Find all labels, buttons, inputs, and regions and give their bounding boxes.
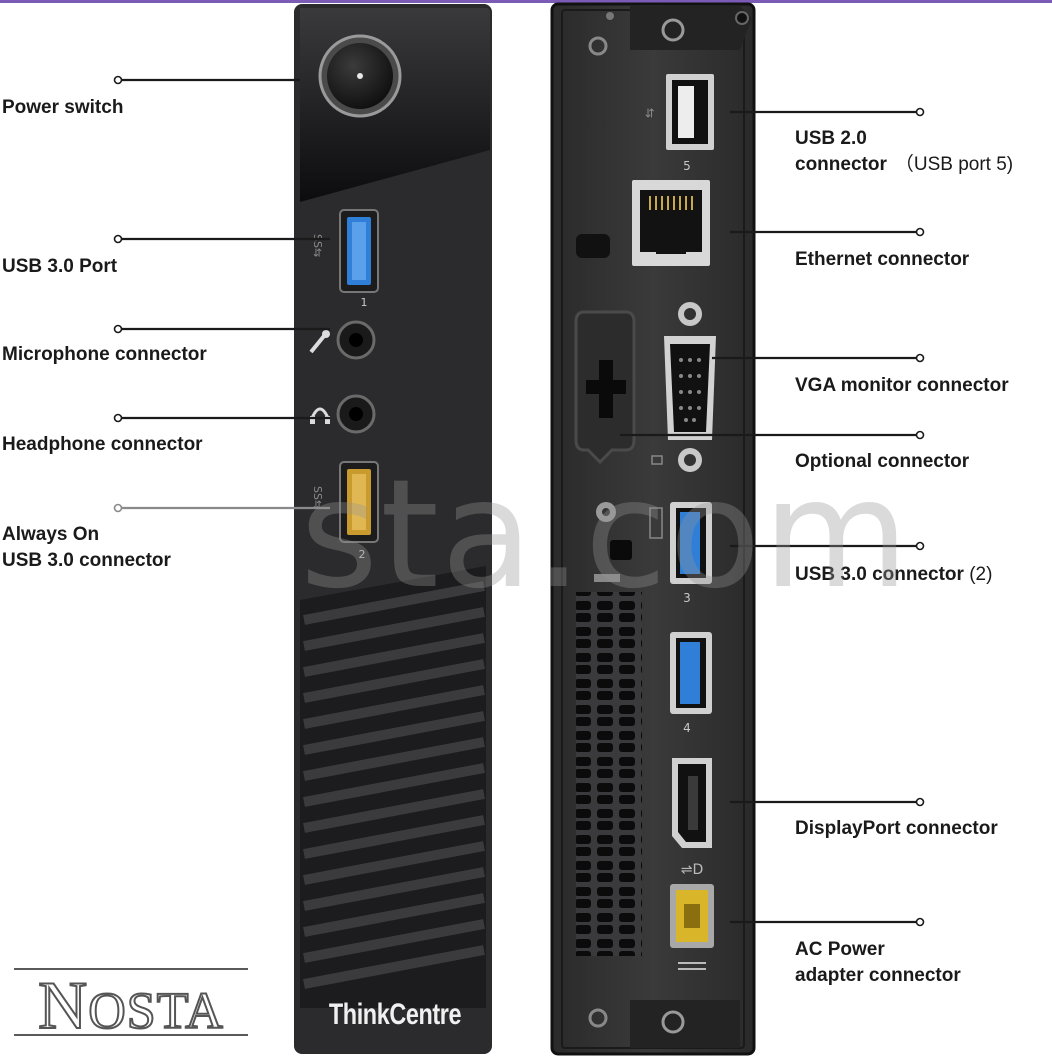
label-ac-line1: AC Power bbox=[795, 939, 885, 960]
label-usb20-line2: connector bbox=[795, 154, 887, 175]
logo-big-letter: N bbox=[37, 967, 89, 1043]
callout-lines bbox=[113, 75, 925, 927]
always-on-usb-port-icon: SS⇆ bbox=[311, 461, 379, 543]
label-usb20-note: （USB port 5) bbox=[894, 154, 1014, 175]
svg-text:⇆: ⇆ bbox=[643, 108, 657, 118]
power-button-icon[interactable] bbox=[318, 34, 402, 118]
rear-panel: ⇆ bbox=[550, 2, 756, 1056]
label-usb30-rear: USB 3.0 connector (2) bbox=[795, 562, 992, 588]
ac-power-port-icon bbox=[670, 884, 714, 970]
svg-text:SS⇆: SS⇆ bbox=[311, 234, 324, 257]
label-always-on-line1: Always On bbox=[2, 524, 100, 545]
vga-port-icon bbox=[651, 302, 716, 472]
label-headphone-connector: Headphone connector bbox=[2, 434, 203, 455]
displayport-icon: ⇌D bbox=[672, 758, 712, 878]
label-usb20-connector: USB 2.0 connector （USB port 5) bbox=[795, 126, 1013, 178]
label-usb30-rear-count: (2) bbox=[963, 564, 993, 585]
front-usb-number: 1 bbox=[361, 296, 368, 309]
label-usb20-line1: USB 2.0 bbox=[795, 128, 867, 149]
rear-usb20-port-icon: ⇆ bbox=[643, 74, 714, 150]
nosta-logo: NOSTA bbox=[8, 962, 254, 1044]
rear-usb30-port-3-icon bbox=[649, 502, 712, 584]
front-vent bbox=[300, 566, 486, 1008]
rear-usb-5-number: 5 bbox=[683, 159, 691, 173]
label-microphone-connector: Microphone connector bbox=[2, 344, 207, 365]
svg-text:SS⇆: SS⇆ bbox=[311, 486, 324, 509]
front-usb30-port-icon: SS⇆ bbox=[311, 209, 379, 293]
logo-rule-bottom bbox=[14, 1034, 248, 1036]
accent-bar bbox=[0, 0, 1052, 3]
rear-usb-3-number: 3 bbox=[683, 591, 691, 605]
rear-vent bbox=[576, 592, 642, 956]
label-usb30-port: USB 3.0 Port bbox=[2, 256, 118, 277]
label-displayport-connector: DisplayPort connector bbox=[795, 818, 998, 839]
logo-rule-top bbox=[14, 968, 248, 970]
label-power-switch: Power switch bbox=[2, 97, 124, 118]
security-lock-slot-icon bbox=[594, 502, 632, 582]
microphone-jack-icon bbox=[309, 320, 376, 360]
label-always-on-usb: Always On USB 3.0 connector bbox=[2, 522, 171, 574]
label-always-on-line2: USB 3.0 connector bbox=[2, 550, 171, 571]
label-ac-line2: adapter connector bbox=[795, 965, 961, 986]
label-ac-power: AC Power adapter connector bbox=[795, 937, 961, 989]
label-optional-connector: Optional connector bbox=[795, 451, 970, 472]
rear-usb30-port-4-icon bbox=[670, 632, 712, 714]
ethernet-port-icon bbox=[576, 180, 710, 266]
front-panel: SS⇆ SS⇆ bbox=[294, 4, 492, 1054]
label-ethernet-connector: Ethernet connector bbox=[795, 249, 970, 270]
optional-connector-cover-icon bbox=[574, 310, 636, 465]
logo-rest: OSTA bbox=[87, 982, 224, 1041]
logo-text: NOSTA bbox=[8, 967, 254, 1047]
svg-text:⇌D: ⇌D bbox=[681, 862, 704, 878]
always-on-usb-number: 2 bbox=[359, 548, 366, 561]
brand-label: ThinkCentre bbox=[328, 998, 462, 1031]
label-vga-connector: VGA monitor connector bbox=[795, 375, 1009, 396]
headphone-jack-icon bbox=[310, 394, 376, 434]
rear-usb-4-number: 4 bbox=[683, 721, 691, 735]
label-usb30-rear-text: USB 3.0 connector bbox=[795, 564, 964, 585]
